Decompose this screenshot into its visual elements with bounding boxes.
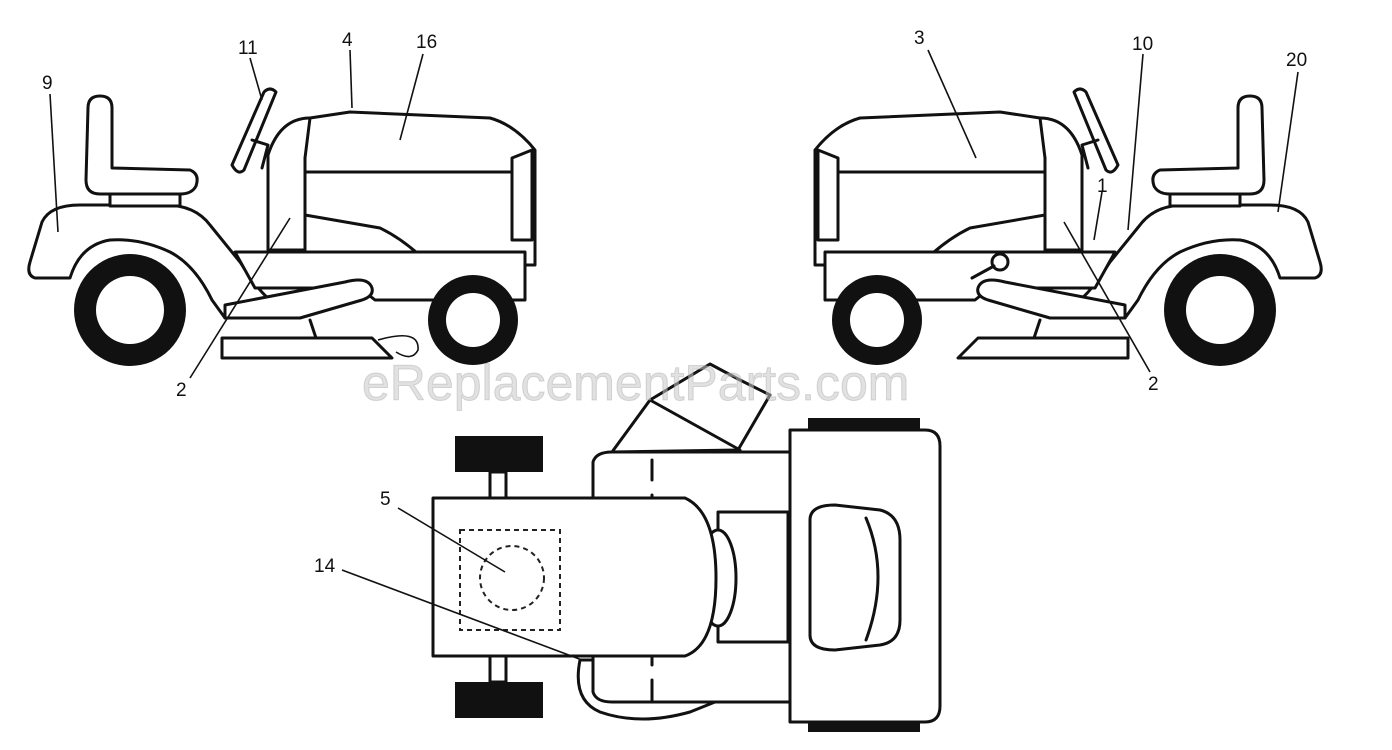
watermark: eReplacementParts.com bbox=[362, 355, 909, 411]
mower-deck bbox=[220, 336, 394, 360]
hood bbox=[303, 110, 537, 267]
tractor-left-side-view bbox=[27, 87, 537, 366]
seat-right bbox=[1151, 94, 1266, 196]
deck-hanger bbox=[308, 318, 318, 340]
callout-2-left: 2 bbox=[176, 380, 187, 401]
callout-2-right: 2 bbox=[1148, 374, 1159, 395]
callout-10: 10 bbox=[1132, 34, 1153, 55]
callout-4: 4 bbox=[342, 30, 353, 51]
callout-9: 9 bbox=[42, 73, 53, 94]
seat-base bbox=[108, 192, 182, 208]
hood-right bbox=[813, 110, 1047, 267]
callout-14: 14 bbox=[314, 556, 336, 577]
footrest bbox=[223, 278, 374, 320]
steering-wheel-right bbox=[1072, 87, 1120, 174]
steering-wheel bbox=[230, 87, 278, 174]
hood-decal-area bbox=[459, 529, 561, 631]
seat-top bbox=[808, 503, 902, 652]
steering-column bbox=[250, 138, 270, 170]
hood-top bbox=[431, 496, 718, 658]
callout-11: 11 bbox=[238, 38, 258, 59]
leader-lines bbox=[49, 49, 1299, 661]
deck-cable bbox=[377, 334, 419, 358]
callout-20: 20 bbox=[1286, 50, 1307, 71]
front-wheel-top-left bbox=[455, 436, 543, 472]
callout-3: 3 bbox=[914, 28, 925, 49]
front-wheel-top-right bbox=[455, 682, 543, 718]
callout-1: 1 bbox=[1097, 176, 1108, 197]
callout-16: 16 bbox=[416, 32, 437, 53]
grille bbox=[510, 148, 534, 242]
hood-decal-circle bbox=[479, 545, 545, 611]
callout-5: 5 bbox=[380, 489, 391, 510]
tractor-right-side-view bbox=[813, 87, 1323, 366]
tractor-top-view bbox=[431, 362, 942, 732]
seat bbox=[84, 94, 199, 196]
